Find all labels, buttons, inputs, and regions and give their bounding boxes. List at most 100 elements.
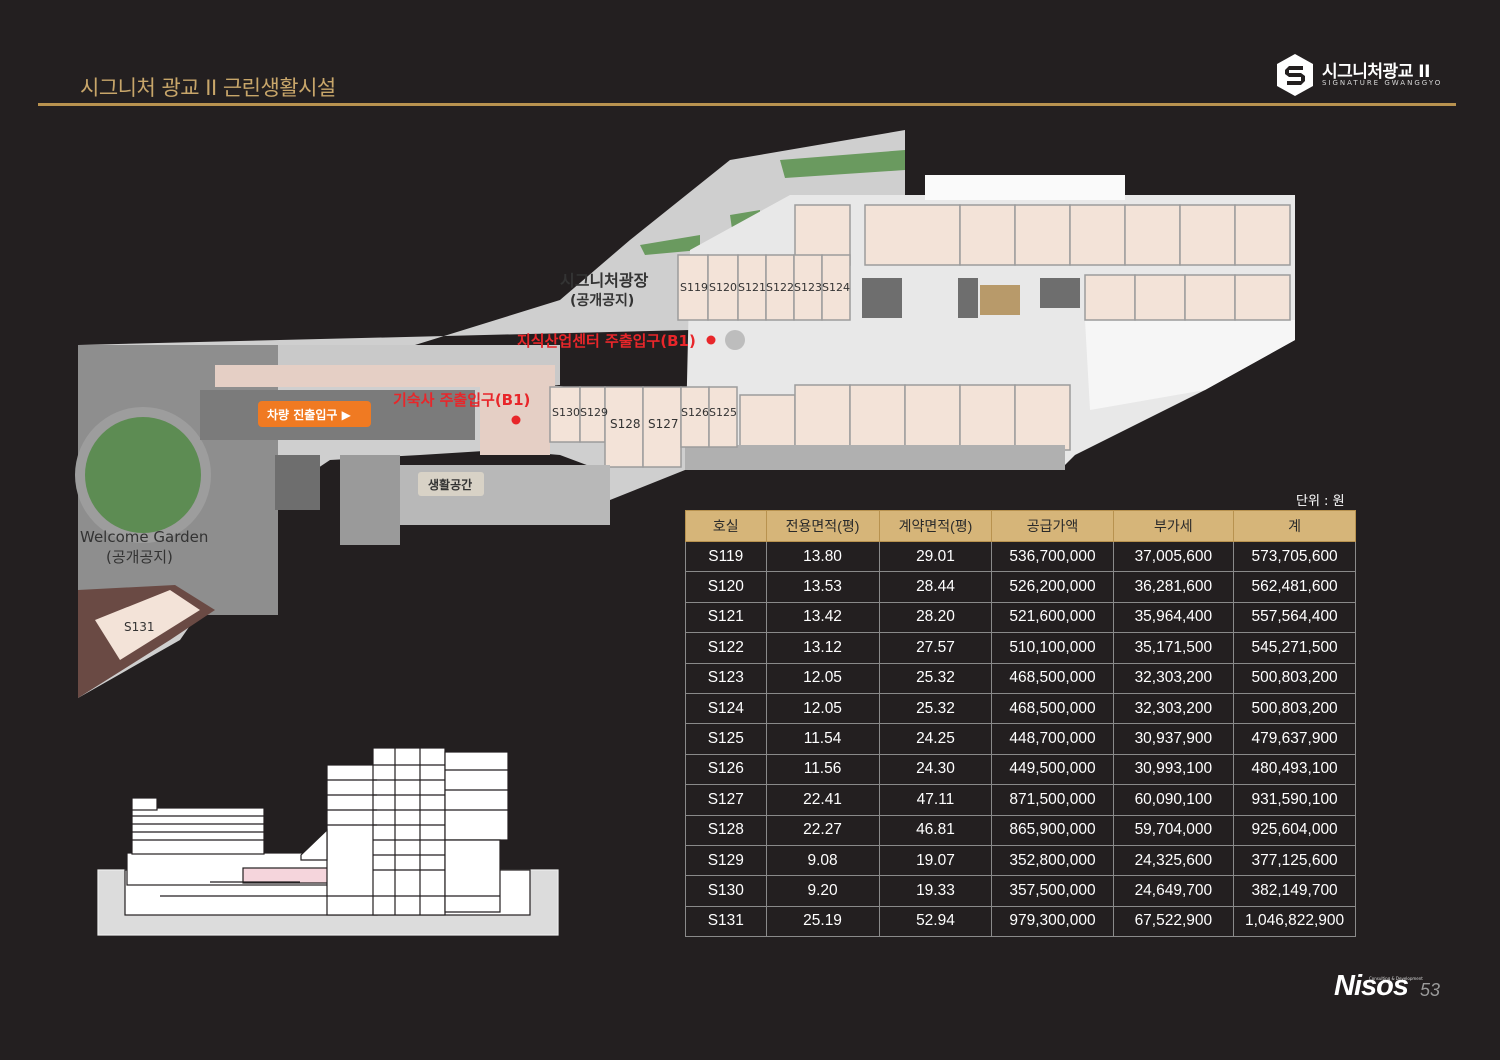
cell: 27.57 [878, 632, 993, 664]
col-header-unit: 호실 [685, 510, 767, 542]
cell: 25.19 [765, 905, 880, 938]
cell: 352,800,000 [991, 844, 1114, 877]
cell: 510,100,000 [991, 632, 1114, 664]
unit-label-s127: S127 [648, 417, 679, 431]
brand-logo-icon [1277, 54, 1313, 96]
cell: 22.41 [765, 784, 880, 816]
unit-label-s128: S128 [610, 417, 641, 431]
cell: 37,005,600 [1112, 540, 1235, 573]
brand-subtitle: SIGNATURE GWANGGYO [1322, 79, 1443, 87]
cell: 11.54 [765, 723, 880, 755]
section-elevation [97, 747, 559, 936]
unit-note: 단위 : 원 [1296, 494, 1345, 509]
col-header-supply-price: 공급가액 [991, 510, 1114, 542]
footer-brand: Nisos [1334, 970, 1409, 1002]
cell: S128 [685, 814, 767, 846]
cell: S130 [685, 875, 767, 907]
cell: 28.20 [878, 601, 993, 634]
cell: 448,700,000 [991, 723, 1114, 755]
welcome-garden-sub-label: (공개공지) [106, 548, 173, 566]
cell: 30,993,100 [1112, 753, 1235, 786]
cell: 979,300,000 [991, 905, 1114, 938]
cell: 13.42 [765, 601, 880, 634]
unit-label-s130: S130 [552, 406, 580, 419]
unit-label-s123: S123 [794, 281, 822, 294]
cell: 32,303,200 [1112, 692, 1235, 725]
unit-label-s124: S124 [822, 281, 850, 294]
cell: 526,200,000 [991, 571, 1114, 603]
cell: 19.07 [878, 844, 993, 877]
table-header-row: 호실 전용면적(평) 계약면적(평) 공급가액 부가세 계 [685, 510, 1356, 542]
units-s125-s130 [549, 386, 738, 468]
cell: S125 [685, 723, 767, 755]
cell: 545,271,500 [1233, 632, 1356, 664]
cell: 521,600,000 [991, 601, 1114, 634]
unit-label-s122: S122 [766, 281, 794, 294]
footer-tagline: Consulting & Development [1369, 976, 1423, 981]
cell: S124 [685, 692, 767, 725]
cell: 865,900,000 [991, 814, 1114, 846]
cell: 35,171,500 [1112, 632, 1235, 664]
cell: 52.94 [878, 905, 993, 938]
cell: 382,149,700 [1233, 875, 1356, 907]
col-header-exclusive-area: 전용면적(평) [765, 510, 880, 542]
cell: 9.08 [765, 844, 880, 877]
cell: 36,281,600 [1112, 571, 1235, 603]
cell: 871,500,000 [991, 784, 1114, 816]
cell: 500,803,200 [1233, 692, 1356, 725]
cell: 60,090,100 [1112, 784, 1235, 816]
cell: 59,704,000 [1112, 814, 1235, 846]
cell: S126 [685, 753, 767, 786]
cell: S129 [685, 844, 767, 877]
cell: 24.25 [878, 723, 993, 755]
cell: 28.44 [878, 571, 993, 603]
cell: 12.05 [765, 692, 880, 725]
knowledge-entrance-label: 지식산업센터 주출입구(B1) [517, 332, 696, 350]
cell: 536,700,000 [991, 540, 1114, 573]
cell: 19.33 [878, 875, 993, 907]
cell: 500,803,200 [1233, 662, 1356, 694]
unit-label-s119: S119 [680, 281, 708, 294]
page-title: 시그니처 광교 II 근린생활시설 [80, 76, 336, 100]
units-s119-s124 [677, 254, 851, 321]
cell: 22.27 [765, 814, 880, 846]
cell: 30,937,900 [1112, 723, 1235, 755]
page-number: 53 [1420, 980, 1441, 1000]
cell: 13.53 [765, 571, 880, 603]
plaza-sub-label: (공개공지) [570, 293, 634, 309]
cell: 24,325,600 [1112, 844, 1235, 877]
vehicle-entrance-badge [258, 401, 371, 427]
cell: 24.30 [878, 753, 993, 786]
cell: S123 [685, 662, 767, 694]
cell: S119 [685, 540, 767, 573]
bottom-units [739, 384, 1071, 451]
vehicle-entrance-label: 차량 진출입구 ▶ [267, 407, 352, 422]
col-header-vat: 부가세 [1112, 510, 1235, 542]
unit-label-s120: S120 [709, 281, 737, 294]
cell: 479,637,900 [1233, 723, 1356, 755]
cell: 480,493,100 [1233, 753, 1356, 786]
cell: 573,705,600 [1233, 540, 1356, 573]
living-space-label: 생활공간 [428, 477, 472, 492]
cell: 67,522,900 [1112, 905, 1235, 938]
cell: 377,125,600 [1233, 844, 1356, 877]
cell: 29.01 [878, 540, 993, 573]
brand-name: 시그니처광교 II [1322, 62, 1430, 82]
col-header-total: 계 [1233, 510, 1356, 542]
knowledge-entrance-dot [706, 335, 716, 345]
cell: 13.80 [765, 540, 880, 573]
cell: 925,604,000 [1233, 814, 1356, 846]
dorm-entrance-label: 기숙사 주출입구(B1) [393, 391, 530, 409]
unit-label-s131: S131 [124, 620, 155, 634]
